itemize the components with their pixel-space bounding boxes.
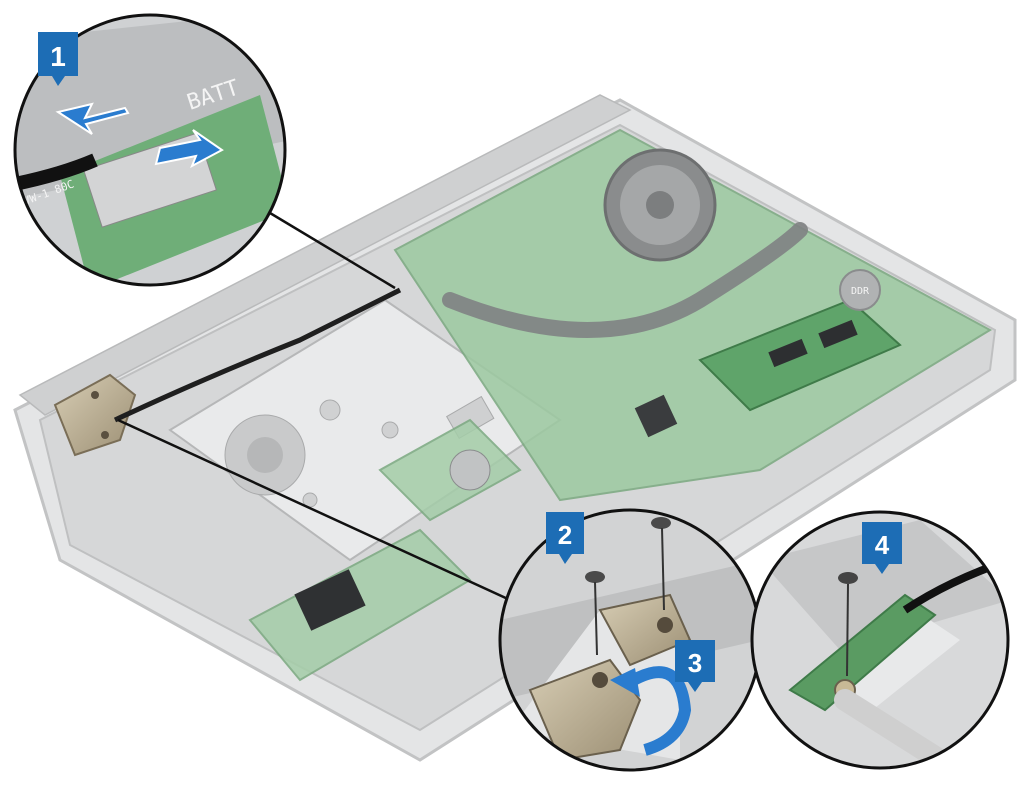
memory-module [698,298,902,412]
leader-line-1 [264,208,396,290]
step-badge-4: 4 [862,522,902,574]
svg-text:4: 4 [875,530,890,560]
leader-line-2 [117,418,511,602]
power-button-board [378,418,522,522]
memory-label: DDR [851,286,870,297]
hard-drive-bay [168,298,562,562]
power-button-cable [113,287,402,423]
step-badge-3: 3 [675,640,715,692]
callout-2-magnifier [498,508,762,772]
svg-text:1: 1 [50,41,66,72]
step-badge-2: 2 [546,512,584,564]
svg-text:3: 3 [688,648,702,678]
step-badge-1: 1 [38,32,78,86]
io-board [248,528,472,682]
screw-left [585,571,605,656]
pull-arrow-right [154,129,224,169]
svg-text:2: 2 [558,520,572,550]
screw-board [838,572,858,677]
pull-arrow-left [55,102,130,135]
screw-right [651,517,671,611]
callout-4-magnifier [750,510,1010,770]
left-hinge [53,373,137,457]
cooling-fan [603,148,717,262]
motherboard: DDR [393,128,993,502]
heat-pipe [442,222,808,338]
lift-arrow [621,666,692,756]
chipset [634,394,678,438]
coin-cell-battery [839,269,881,311]
power-button-board-detail [788,593,937,712]
